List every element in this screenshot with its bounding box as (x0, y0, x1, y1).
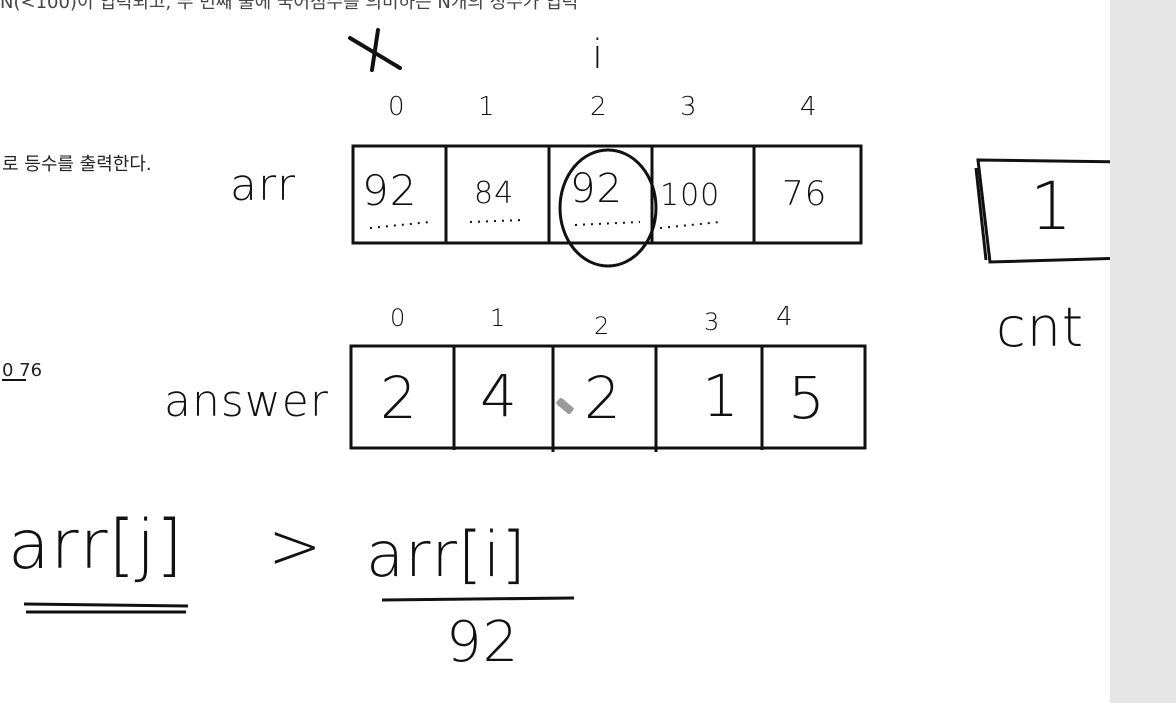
arr-cell-value: 92 (570, 166, 623, 212)
cnt-label: cnt (996, 296, 1085, 359)
formula-left: arr[j] (8, 506, 184, 585)
scrollbar-gutter[interactable] (1110, 0, 1176, 703)
document-top-line: N(<100)이 입력되고, 두 번째 줄에 국어점수를 의미하는 N개의 정수… (0, 0, 579, 13)
answer-cell-value: 1 (702, 362, 740, 430)
arr-cell-value: 100 (660, 178, 721, 213)
formula-operator: > (268, 510, 323, 584)
arr-index: 2 (590, 92, 608, 122)
document-side-text: 로 등수를 출력한다. (2, 154, 152, 175)
arr-index: 1 (478, 92, 496, 122)
answer-index: 2 (594, 312, 611, 340)
answer-cell-value: 4 (480, 362, 518, 430)
formula-right: arr[i] (366, 518, 527, 591)
answer-cell-value: 2 (584, 364, 622, 432)
pointer-i-label: i (592, 32, 605, 78)
arr-label: arr (230, 160, 297, 211)
document-side-text-2: 0 76 (2, 360, 43, 381)
drawing-canvas[interactable]: N(<100)이 입력되고, 두 번째 줄에 국어점수를 의미하는 N개의 정수… (0, 0, 1110, 703)
formula-value: 92 (446, 610, 520, 675)
arr-index: 4 (800, 92, 818, 122)
answer-cell-value: 5 (788, 364, 826, 432)
answer-index: 0 (390, 304, 407, 332)
arr-index: 0 (388, 92, 406, 122)
answer-cell-value: 2 (380, 364, 418, 432)
arr-cell-value: 84 (474, 176, 515, 211)
cnt-value: 1 (1030, 168, 1073, 245)
answer-index: 4 (776, 302, 794, 332)
answer-index: 3 (704, 308, 721, 336)
arr-cell-value: 92 (362, 166, 418, 215)
answer-index: 1 (490, 304, 507, 332)
arr-index: 3 (680, 92, 698, 122)
answer-label: answer (164, 376, 329, 427)
arr-cell-value: 76 (782, 174, 828, 214)
ink-strokes (2, 28, 1110, 614)
